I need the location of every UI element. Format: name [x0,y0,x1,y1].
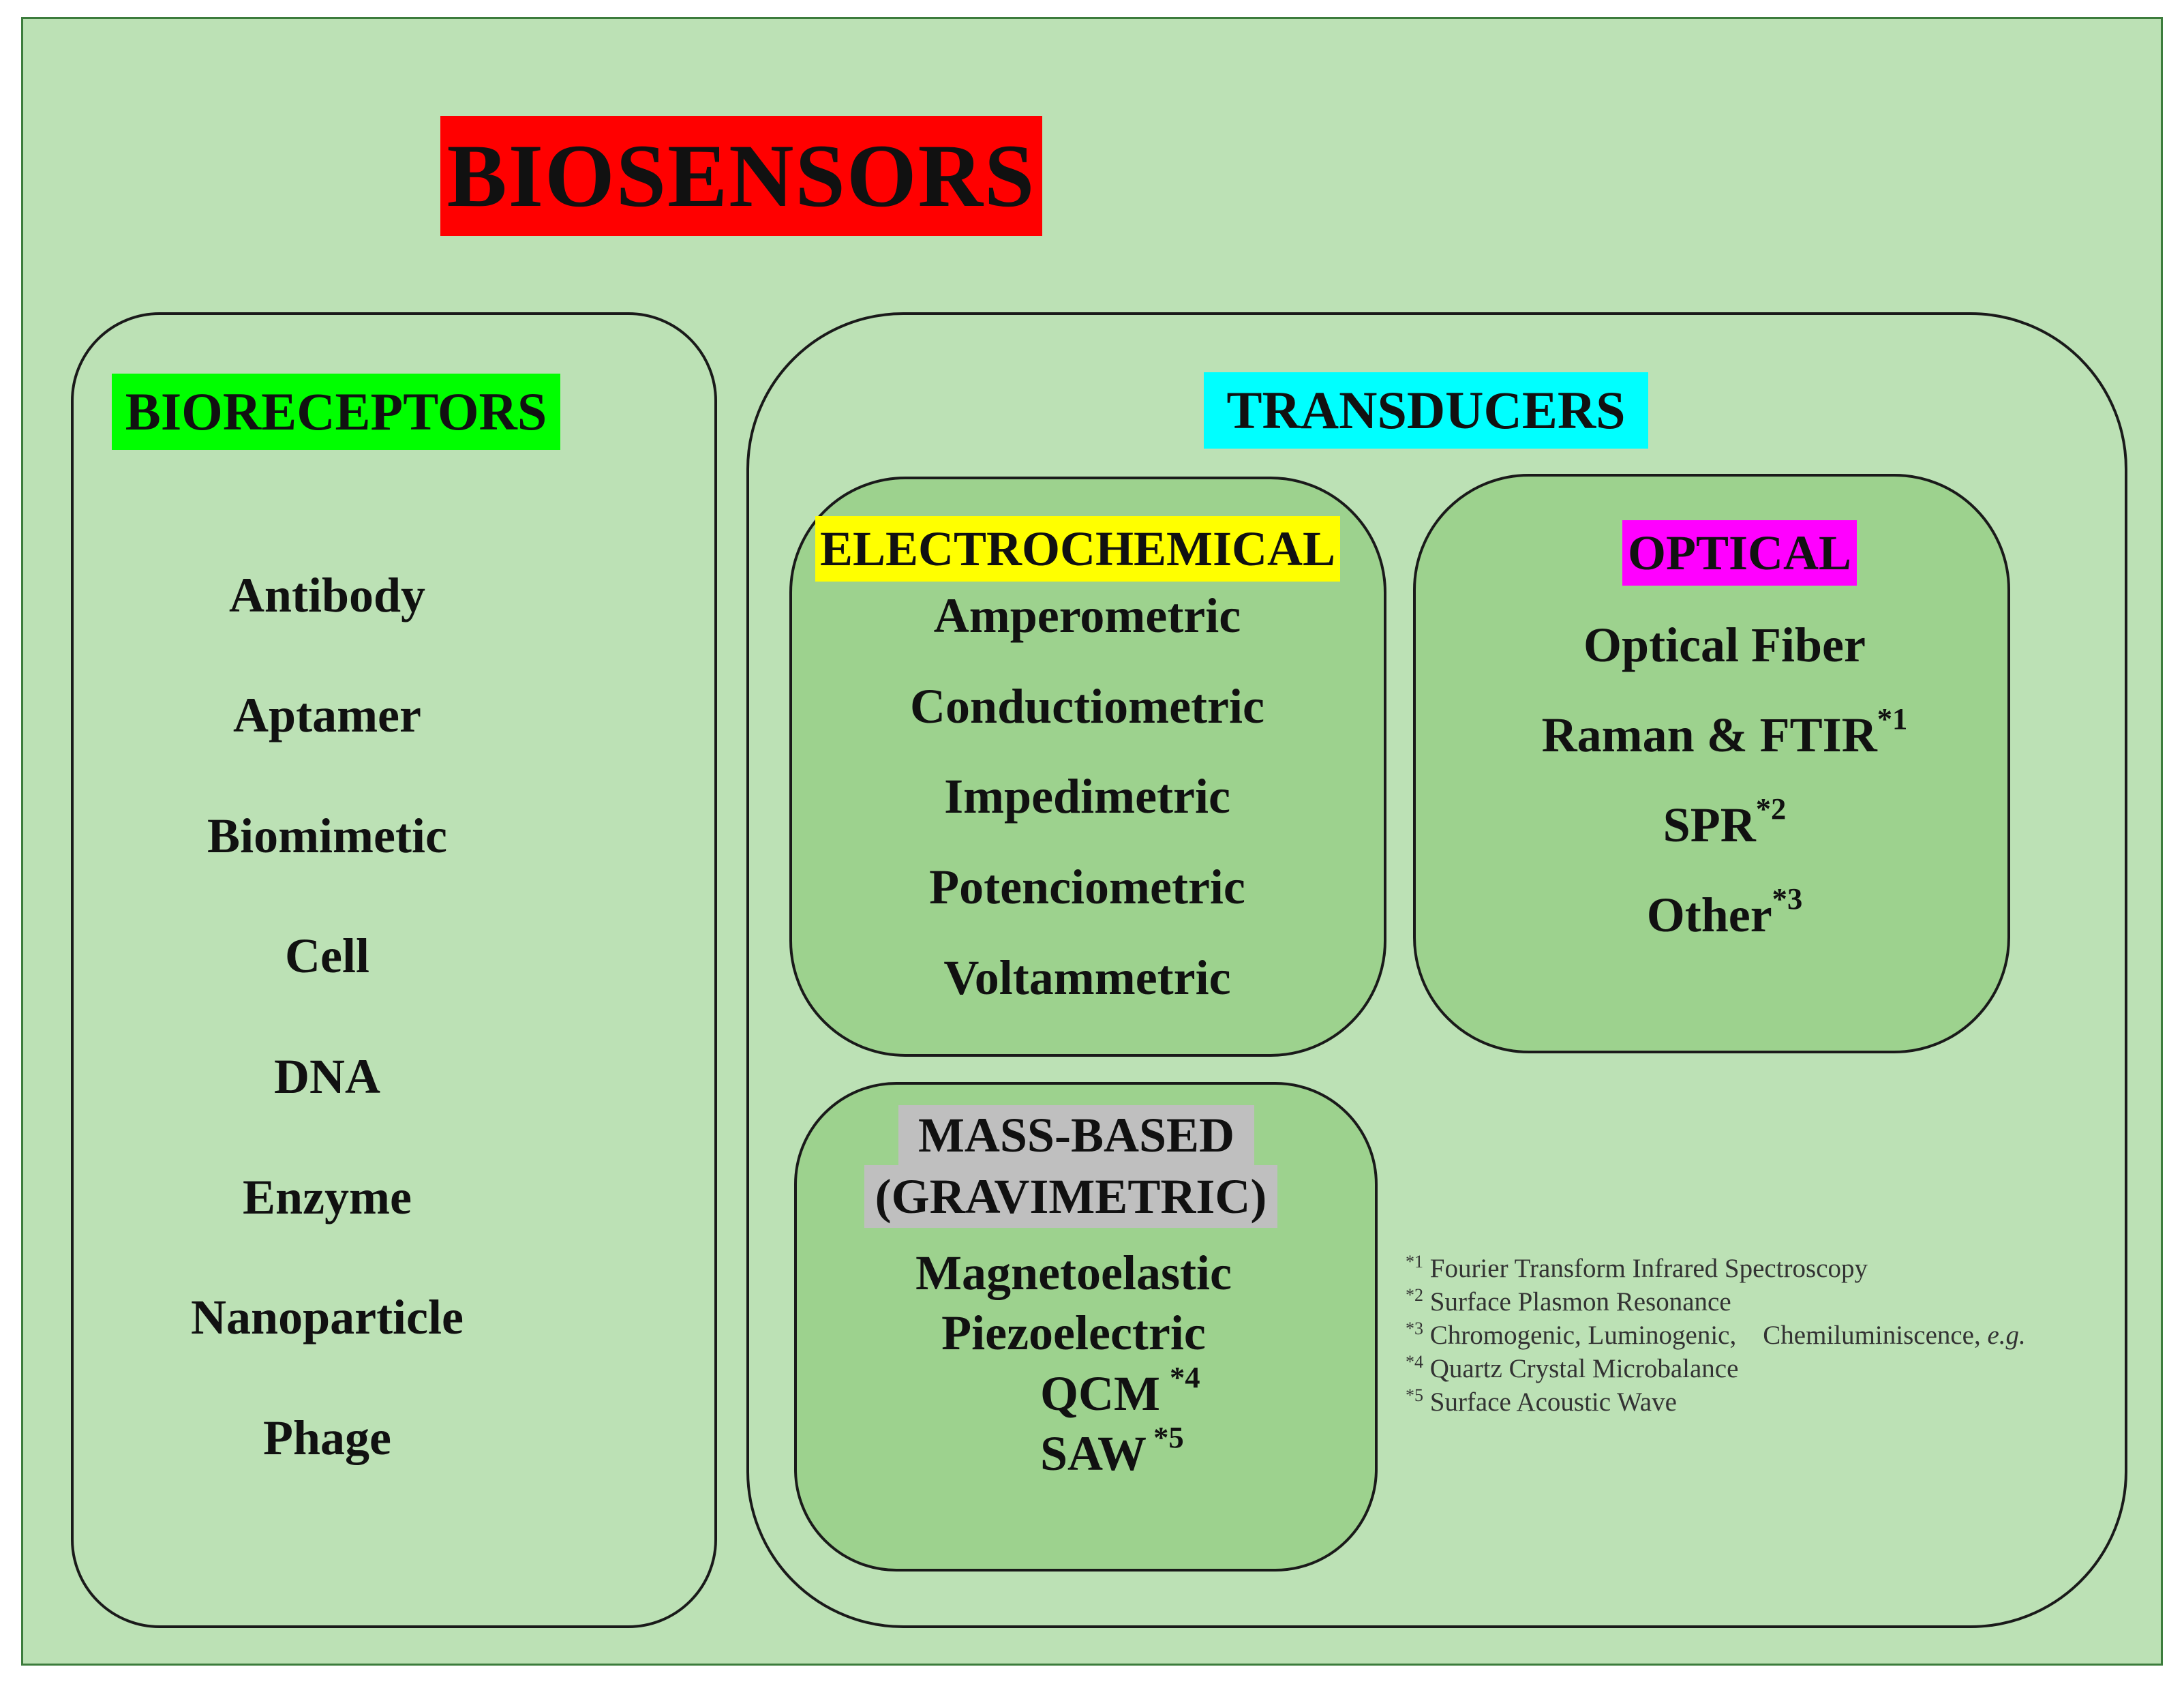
electrochemical-item: Voltammetric [943,950,1231,1005]
mass-based-item: SAW*5 [1040,1419,1184,1481]
footnote-marker: *1 [1877,701,1908,736]
electrochemical-heading: ELECTROCHEMICAL [815,516,1340,582]
electrochemical-item: Conductiometric [910,679,1264,734]
bioreceptor-item: Aptamer [233,688,421,742]
footnote-3: *3 Chromogenic, Luminogenic, Chemilumini… [1406,1319,2026,1350]
bioreceptor-item: DNA [274,1049,380,1104]
optical-item: Other*3 [1646,881,1803,942]
diagram-title: BIOSENSORS [440,116,1042,236]
mass-based-item: Piezoelectric [941,1306,1206,1360]
mass-based-heading-line1: MASS-BASED [898,1105,1254,1165]
mass-based-item: Magnetoelastic [915,1246,1232,1300]
footnote-4: *4 Quartz Crystal Microbalance [1406,1352,1739,1383]
bioreceptor-item: Cell [285,929,369,983]
footnote-5: *5 Surface Acoustic Wave [1406,1385,1677,1417]
bioreceptor-item: Biomimetic [207,809,447,863]
footnote-marker: *3 [1772,881,1803,916]
bioreceptor-item: Phage [263,1411,391,1465]
bioreceptor-item: Antibody [228,568,426,622]
electrochemical-item: Amperometric [933,588,1241,643]
bioreceptor-item: Nanoparticle [191,1290,464,1344]
footnote-marker: *4 [1169,1359,1200,1394]
bioreceptors-heading: BIORECEPTORS [112,374,560,450]
footnote-1: *1 Fourier Transform Infrared Spectrosco… [1406,1252,1868,1283]
bioreceptors-panel [71,312,717,1628]
footnote-marker: *5 [1153,1419,1184,1454]
electrochemical-item: Impedimetric [944,769,1230,824]
mass-based-item: QCM*4 [1040,1359,1200,1421]
optical-item: Raman & FTIR*1 [1541,701,1908,762]
mass-based-heading-line2: (GRAVIMETRIC) [864,1165,1277,1228]
footnote-marker: *2 [1755,791,1787,826]
transducers-heading: TRANSDUCERS [1204,372,1648,449]
optical-heading: OPTICAL [1622,520,1857,586]
bioreceptor-item: Enzyme [243,1170,412,1224]
footnote-2: *2 Surface Plasmon Resonance [1406,1285,1731,1317]
optical-item: SPR*2 [1663,791,1787,852]
optical-item: Optical Fiber [1583,618,1866,672]
electrochemical-item: Potenciometric [929,860,1245,914]
